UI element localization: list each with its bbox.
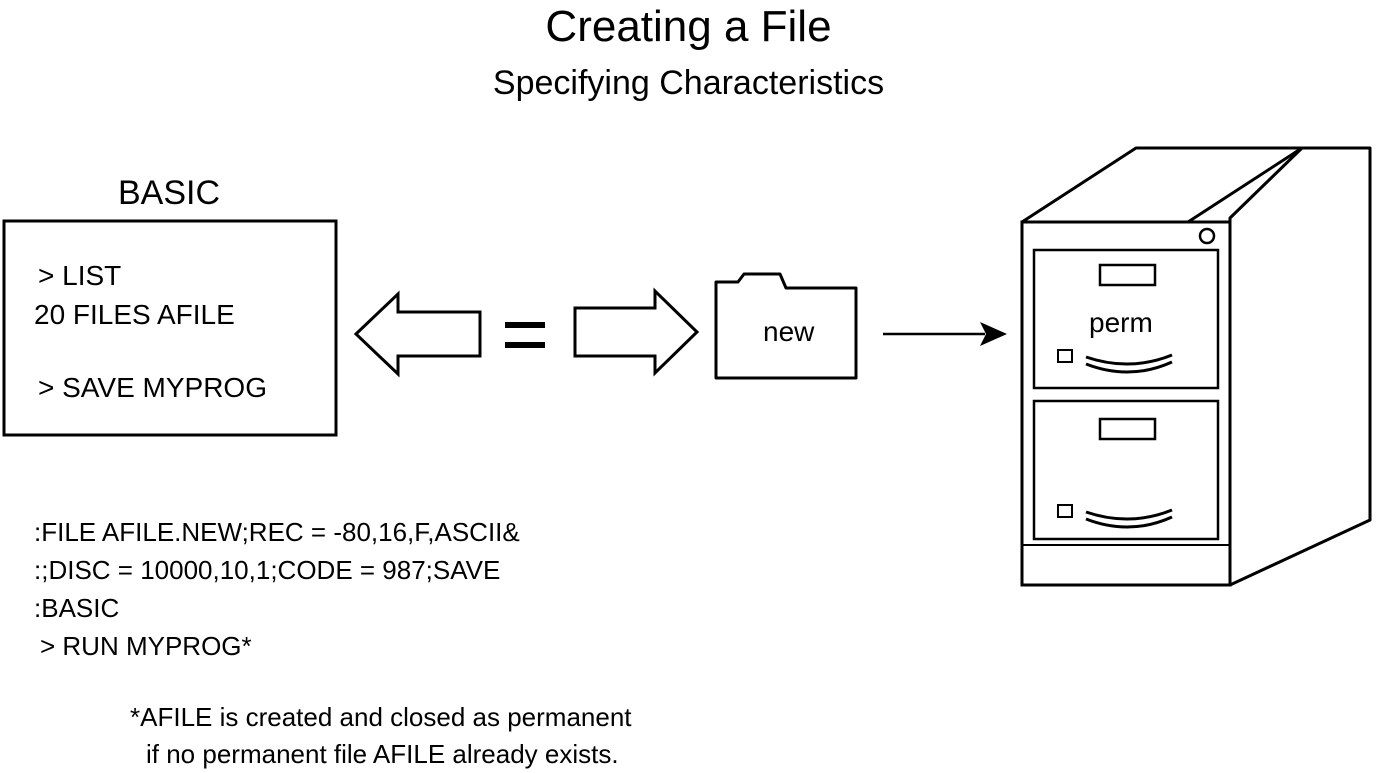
- basic-screen-box: [2, 219, 338, 437]
- right-arrow: [573, 287, 700, 377]
- screen-line-files: 20 FILES AFILE: [34, 299, 235, 330]
- command-line-disc: :;DISC = 10000,10,1;CODE = 987;SAVE: [34, 555, 501, 585]
- thin-arrow-head: [980, 322, 1007, 346]
- page-title: Creating a File: [545, 2, 832, 51]
- page-subtitle: Specifying Characteristics: [492, 64, 885, 102]
- screen-line-save: > SAVE MYPROG: [38, 372, 267, 403]
- folder-label: new: [763, 316, 815, 347]
- equals-bar-bottom: [505, 342, 545, 348]
- command-line-file: :FILE AFILE.NEW;REC = -80,16,F,ASCII&: [34, 517, 520, 547]
- cabinet-label: perm: [1089, 307, 1153, 338]
- left-arrow: [353, 290, 482, 378]
- footnote-line-1: *AFILE is created and closed as permanen…: [130, 702, 632, 732]
- command-line-run: > RUN MYPROG*: [40, 631, 252, 661]
- command-line-basic: :BASIC: [34, 593, 120, 623]
- equals-bar-top: [505, 322, 545, 328]
- footnote-line-2: if no permanent file AFILE already exist…: [146, 739, 619, 769]
- filing-cabinet-icon: [1020, 146, 1372, 587]
- basic-label: BASIC: [118, 174, 221, 212]
- folder-icon: [714, 272, 858, 380]
- screen-line-list: > LIST: [38, 260, 122, 291]
